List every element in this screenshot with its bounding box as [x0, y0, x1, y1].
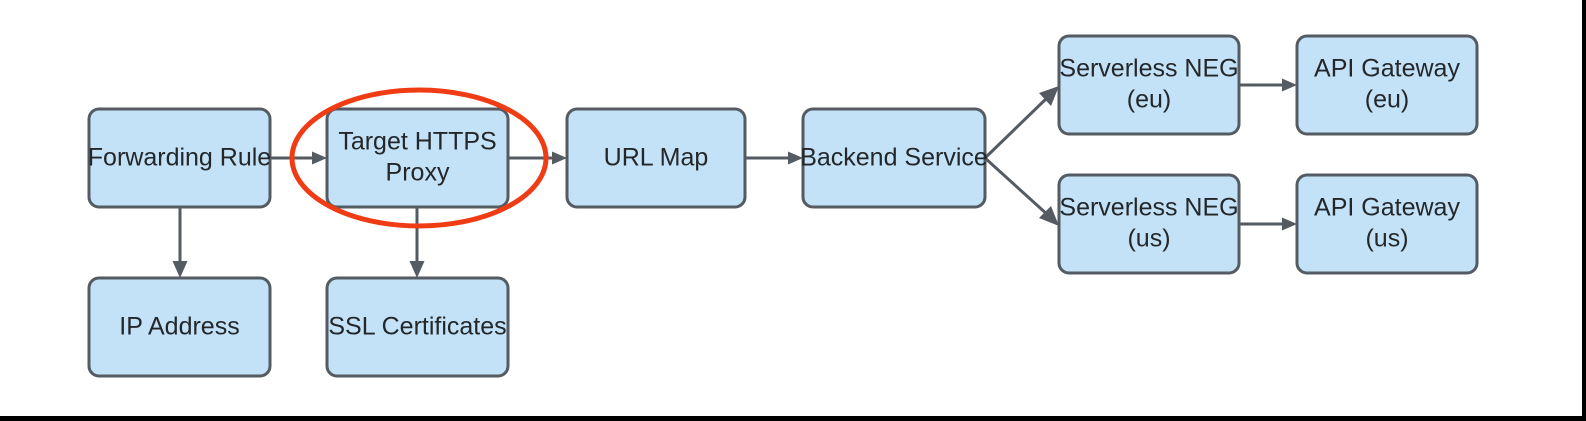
node-backend-service-label: Backend Service — [800, 144, 988, 172]
node-url-map-label: URL Map — [604, 144, 709, 172]
node-ssl-certificates[interactable]: SSL Certificates — [325, 276, 510, 378]
node-serverless-neg-eu-label-line1: Serverless NEG — [1059, 55, 1238, 83]
node-ip-address-label: IP Address — [119, 313, 239, 341]
node-ssl-certificates-box[interactable] — [325, 276, 510, 378]
edge-serverless-neg-us-to-api-gateway-us — [1239, 217, 1297, 231]
node-api-gateway-eu-box[interactable] — [1295, 34, 1479, 136]
node-api-gateway-us-label-line2: (us) — [1365, 225, 1408, 253]
node-url-map[interactable]: URL Map — [565, 107, 747, 209]
node-target-https-proxy-box[interactable] — [325, 107, 510, 209]
node-target-https-proxy-label-line1: Target HTTPS — [338, 128, 496, 156]
node-api-gateway-eu-label-line2: (eu) — [1365, 86, 1409, 114]
node-ssl-certificates-label: SSL Certificates — [328, 313, 506, 341]
node-serverless-neg-eu-box[interactable] — [1057, 34, 1241, 136]
node-serverless-neg-us-label-line2: (us) — [1127, 225, 1170, 253]
node-api-gateway-us[interactable]: API Gateway (us) — [1295, 173, 1479, 275]
node-api-gateway-us-box[interactable] — [1295, 173, 1479, 275]
node-backend-service[interactable]: Backend Service — [800, 107, 988, 209]
node-serverless-neg-us-label-line1: Serverless NEG — [1059, 194, 1238, 222]
edge-serverless-neg-eu-to-api-gateway-eu — [1239, 78, 1297, 92]
edge-target-https-proxy-to-url-map — [508, 151, 567, 165]
node-ip-address[interactable]: IP Address — [87, 276, 272, 378]
node-ip-address-box[interactable] — [87, 276, 272, 378]
highlight-ellipse-target-https-proxy — [289, 87, 549, 229]
edge-target-https-proxy-to-ssl-certificates — [409, 207, 425, 278]
node-url-map-box[interactable] — [565, 107, 747, 209]
node-backend-service-box[interactable] — [801, 107, 987, 209]
node-api-gateway-us-label-line1: API Gateway — [1314, 194, 1460, 222]
edge-backend-service-to-serverless-neg-eu — [983, 86, 1059, 160]
node-forwarding-rule-label: Forwarding Rule — [88, 144, 271, 172]
node-forwarding-rule-box[interactable] — [87, 107, 272, 209]
node-forwarding-rule[interactable]: Forwarding Rule — [87, 107, 272, 209]
edge-backend-service-to-serverless-neg-us — [983, 156, 1059, 226]
frame-bottom-border — [0, 416, 1586, 421]
node-target-https-proxy-label-line2: Proxy — [386, 159, 450, 187]
node-serverless-neg-us[interactable]: Serverless NEG (us) — [1057, 173, 1241, 275]
node-api-gateway-eu[interactable]: API Gateway (eu) — [1295, 34, 1479, 136]
node-serverless-neg-us-box[interactable] — [1057, 173, 1241, 275]
node-serverless-neg-eu[interactable]: Serverless NEG (eu) — [1057, 34, 1241, 136]
edge-forwarding-rule-to-target-https-proxy — [270, 151, 327, 165]
node-serverless-neg-eu-label-line2: (eu) — [1127, 86, 1171, 114]
edge-url-map-to-backend-service — [745, 151, 803, 165]
edge-forwarding-rule-to-ip-address — [172, 207, 188, 278]
frame-right-border — [1582, 0, 1586, 421]
node-api-gateway-eu-label-line1: API Gateway — [1314, 55, 1460, 83]
node-target-https-proxy[interactable]: Target HTTPS Proxy — [325, 107, 510, 209]
